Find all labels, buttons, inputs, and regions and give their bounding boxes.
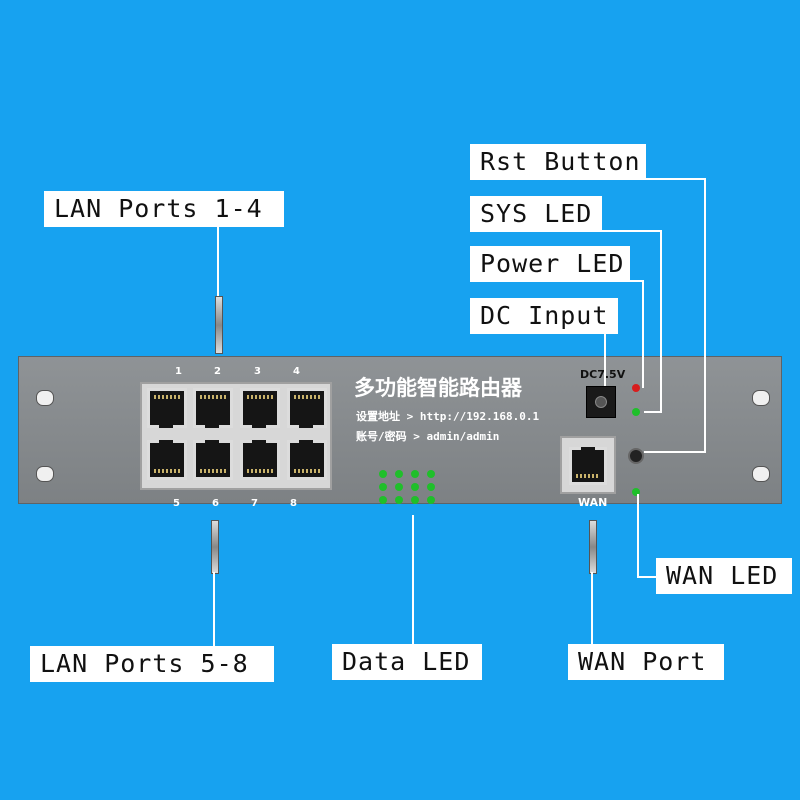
callout-data-led: Data LED <box>332 644 482 680</box>
leader-data-led <box>412 515 414 645</box>
port-number-4: 4 <box>293 366 300 377</box>
data-led <box>427 470 435 478</box>
leader-wan-led-h <box>637 576 657 578</box>
data-led <box>379 483 387 491</box>
lan-port-2[interactable] <box>193 388 233 428</box>
panel-credentials: 账号/密码 > admin/admin <box>356 430 500 443</box>
lan-port-4[interactable] <box>287 388 327 428</box>
data-led <box>379 496 387 504</box>
port-number-5: 5 <box>173 498 180 509</box>
wan-led <box>632 488 640 496</box>
lan-port-3[interactable] <box>240 388 280 428</box>
reset-button[interactable] <box>628 448 644 464</box>
port-number-1: 1 <box>175 366 182 377</box>
data-led <box>395 496 403 504</box>
port-number-6: 6 <box>212 498 219 509</box>
data-led <box>427 496 435 504</box>
callout-sys-led: SYS LED <box>470 196 602 232</box>
leader-rst-h2 <box>644 451 706 453</box>
leader-wan-port <box>591 572 593 646</box>
callout-power-led: Power LED <box>470 246 630 282</box>
probe-wan <box>589 520 597 574</box>
wan-port[interactable] <box>569 447 607 485</box>
sys-led <box>632 408 640 416</box>
lan-port-5[interactable] <box>147 440 187 480</box>
data-led <box>379 470 387 478</box>
leader-dc-v <box>604 332 606 386</box>
lan-port-1[interactable] <box>147 388 187 428</box>
lan-port-6[interactable] <box>193 440 233 480</box>
mount-hole-top-right <box>752 390 770 406</box>
mount-hole-bottom-left <box>36 466 54 482</box>
port-number-2: 2 <box>214 366 221 377</box>
data-led <box>427 483 435 491</box>
probe-lan-bottom <box>211 520 219 574</box>
leader-wan-led-v <box>637 494 639 578</box>
leader-power-h <box>626 280 644 282</box>
probe-lan-top <box>215 296 223 354</box>
callout-wan-led: WAN LED <box>656 558 792 594</box>
lan-port-7[interactable] <box>240 440 280 480</box>
power-led <box>632 384 640 392</box>
callout-lan-ports-1-4: LAN Ports 1-4 <box>44 191 284 227</box>
leader-sys-v <box>660 230 662 412</box>
mount-hole-bottom-right <box>752 466 770 482</box>
leader-rst-h <box>638 178 706 180</box>
leader-rst-v <box>704 178 706 452</box>
leader-lan-5-8 <box>213 572 215 646</box>
callout-dc-input: DC Input <box>470 298 618 334</box>
leader-power-v <box>642 280 644 388</box>
dc-voltage-label: DC7.5V <box>580 368 626 381</box>
callout-lan-ports-5-8: LAN Ports 5-8 <box>30 646 274 682</box>
leader-lan-1-4 <box>217 226 219 296</box>
data-led <box>411 483 419 491</box>
leader-sys-h <box>600 230 662 232</box>
port-number-3: 3 <box>254 366 261 377</box>
leader-sys-h2 <box>644 411 662 413</box>
data-led <box>411 496 419 504</box>
lan-port-8[interactable] <box>287 440 327 480</box>
panel-setup-address: 设置地址 > http://192.168.0.1 <box>356 410 540 423</box>
data-led <box>411 470 419 478</box>
wan-port-label: WAN <box>578 496 608 509</box>
callout-rst-button: Rst Button <box>470 144 646 180</box>
data-led <box>395 470 403 478</box>
dc-input-jack[interactable] <box>586 386 616 418</box>
mount-hole-top-left <box>36 390 54 406</box>
callout-wan-port: WAN Port <box>568 644 724 680</box>
port-number-8: 8 <box>290 498 297 509</box>
panel-title: 多功能智能路由器 <box>354 376 522 400</box>
data-led <box>395 483 403 491</box>
port-number-7: 7 <box>251 498 258 509</box>
